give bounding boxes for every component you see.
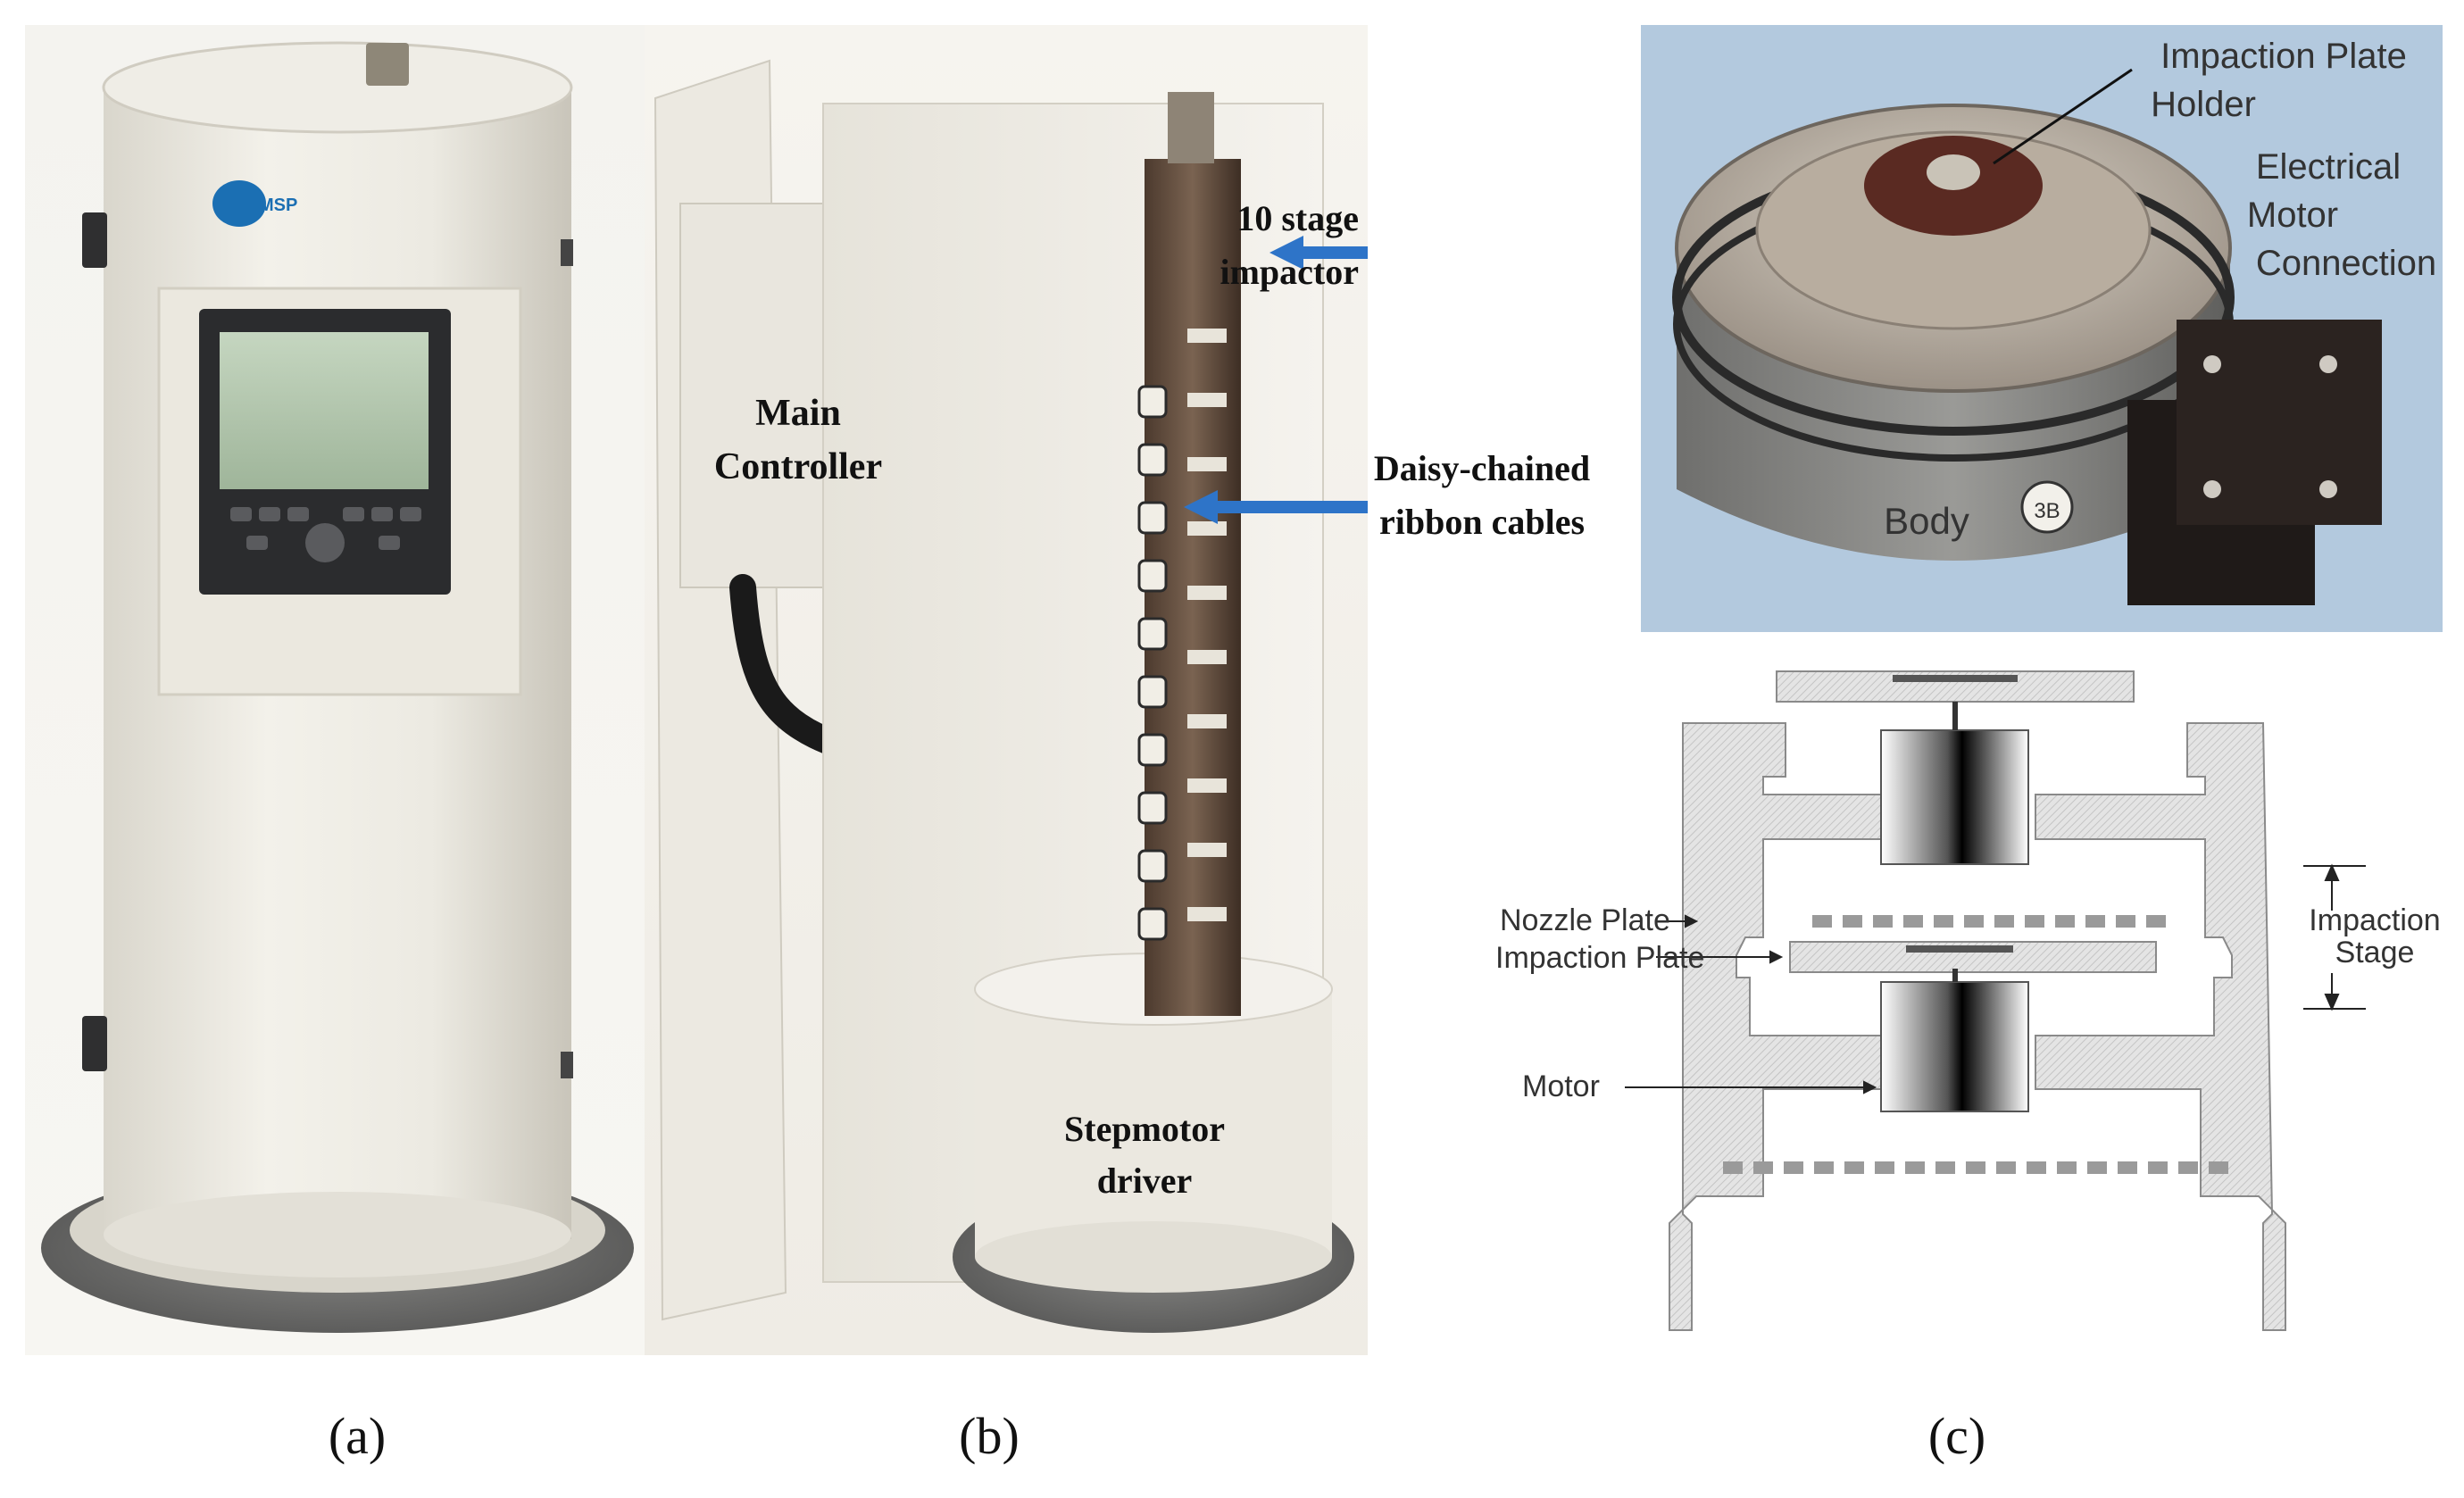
label-impactor-line1: 10 stage <box>1236 198 1359 238</box>
caption-b: (b) <box>959 1407 1020 1465</box>
label-motorconn-line2: Motor <box>2247 196 2338 235</box>
label-controller-line1: Main <box>755 393 841 434</box>
ribbon-cable-connectors <box>1137 385 1168 941</box>
logo-icon <box>212 180 266 227</box>
label-cables-line1: Daisy-chained <box>1374 448 1590 488</box>
stage-badge-text: 3B <box>2034 499 2060 523</box>
label-motorconn-line3: Connection <box>2256 244 2436 283</box>
cables-label-block: Daisy-chained ribbon cables <box>1374 448 1590 542</box>
label-stage-line1: Impaction <box>2309 903 2440 937</box>
impactor-top-fitting <box>1168 92 1214 163</box>
label-impaction-plate: Impaction Plate <box>1495 941 1704 975</box>
svg-text:MSP: MSP <box>259 196 297 215</box>
label-motor: Motor <box>1522 1069 1600 1103</box>
cross-section-diagram: Nozzle Plate Impaction Plate Motor Impac… <box>1495 670 2441 1331</box>
panel-c-stage-cross-section: Nozzle Plate Impaction Plate Motor Impac… <box>1428 643 2446 1357</box>
panel-b-sampler-open-photo: 10 stage impactor Main Controller Stepmo… <box>645 25 1368 1355</box>
top-connector <box>366 43 409 86</box>
cables-arrow <box>1184 490 1368 524</box>
label-stage-line2: Stage <box>2335 936 2415 970</box>
keypad <box>230 507 421 562</box>
left-housing-wall <box>1669 722 1929 1331</box>
label-controller-line2: Controller <box>714 446 882 487</box>
latch-upper <box>82 212 107 268</box>
sampler-open-illustration: 10 stage impactor Main Controller Stepmo… <box>653 59 1368 1333</box>
label-body: Body <box>1884 500 1969 542</box>
lower-motor <box>1880 981 2029 1112</box>
lcd-screen <box>220 332 429 489</box>
stage-labels <box>1187 329 1227 921</box>
caption-a: (a) <box>328 1407 387 1465</box>
latch-lower <box>82 1016 107 1071</box>
sampler-closed-illustration: MSP <box>41 41 634 1333</box>
label-holder-line2: Holder <box>2151 85 2256 124</box>
label-driver-line2: driver <box>1097 1161 1193 1201</box>
right-housing-wall <box>2035 722 2286 1331</box>
panel-c-impactor-stage-photo: 3B Impaction Plate Holder Electrical Mot… <box>1641 25 2443 632</box>
label-impactor-line2: impactor <box>1220 252 1359 292</box>
label-cables-line2: ribbon cables <box>1379 502 1585 542</box>
holder-leader-line <box>1993 68 2133 165</box>
label-driver-line1: Stepmotor <box>1064 1109 1225 1149</box>
impactor-stage-illustration: 3B Impaction Plate Holder Electrical Mot… <box>1672 37 2436 605</box>
caption-c: (c) <box>1927 1407 1986 1465</box>
label-motorconn-line1: Electrical <box>2256 147 2401 187</box>
upper-motor <box>1880 729 2029 865</box>
label-nozzle-plate: Nozzle Plate <box>1500 903 1670 937</box>
impactor-arrow <box>1269 236 1368 270</box>
label-holder-line1: Impaction Plate <box>2160 37 2407 76</box>
stage-badge <box>2020 480 2074 534</box>
stage-dimension-marker <box>2303 863 2366 1011</box>
stepmotor-driver-housing <box>975 989 1332 1257</box>
panel-a-sampler-photo: MSP <box>25 25 650 1355</box>
diagram-leader-arrows <box>1625 914 1877 1094</box>
